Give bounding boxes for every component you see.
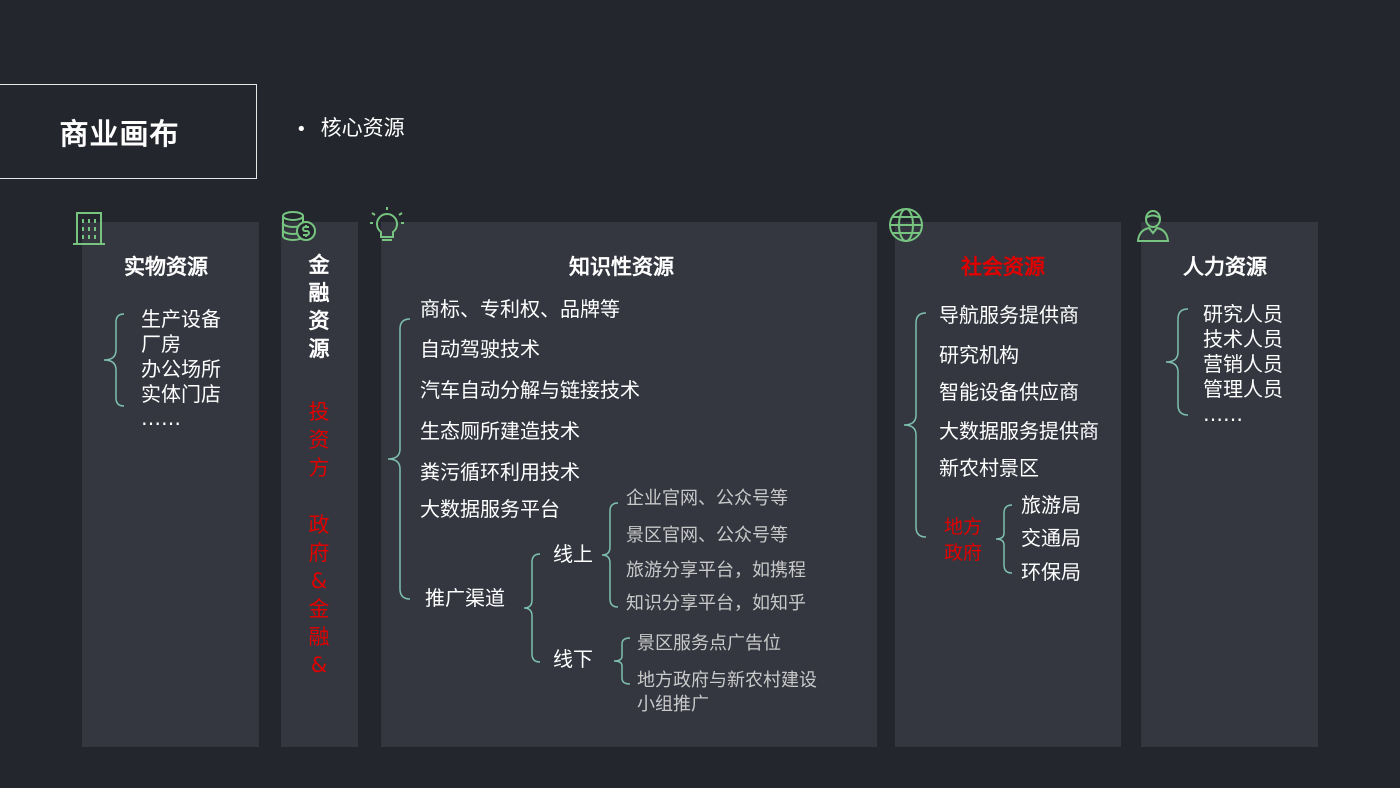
local-gov-label: 地方 政府 bbox=[944, 514, 982, 566]
physical-item: …… bbox=[141, 406, 181, 430]
coins-icon bbox=[281, 210, 317, 248]
social-item: 导航服务提供商 bbox=[939, 303, 1079, 327]
human-bracket bbox=[1165, 308, 1189, 416]
financial-government: 政府&金融& bbox=[308, 513, 330, 677]
knowledge-item: 商标、专利权、品牌等 bbox=[420, 297, 620, 321]
online-item: 景区官网、公众号等 bbox=[626, 525, 788, 546]
local-gov-line: 地方 bbox=[944, 516, 983, 538]
social-bracket bbox=[903, 312, 927, 538]
lightbulb-icon bbox=[369, 206, 405, 248]
physical-item: 实体门店 bbox=[141, 382, 221, 406]
promo-label: 推广渠道 bbox=[425, 586, 505, 610]
physical-bracket bbox=[103, 313, 125, 407]
promo-bracket bbox=[523, 553, 541, 663]
knowledge-item: 汽车自动分解与链接技术 bbox=[420, 378, 640, 402]
building-icon bbox=[72, 210, 106, 250]
online-item: 旅游分享平台，如携程 bbox=[626, 560, 806, 581]
panel-financial bbox=[281, 222, 358, 747]
knowledge-bracket bbox=[387, 318, 411, 600]
knowledge-item: 大数据服务平台 bbox=[420, 497, 560, 521]
social-title: 社会资源 bbox=[961, 255, 1045, 279]
local-gov-item: 环保局 bbox=[1021, 560, 1081, 584]
online-bracket bbox=[601, 502, 619, 608]
panel-physical bbox=[82, 222, 259, 747]
globe-icon bbox=[888, 207, 924, 247]
financial-title: 金融资源 bbox=[308, 253, 330, 361]
bullet-dot: • bbox=[296, 119, 307, 140]
local-gov-item: 交通局 bbox=[1021, 526, 1081, 550]
offline-item: 小组推广 bbox=[637, 694, 709, 715]
human-item: 管理人员 bbox=[1203, 377, 1283, 401]
human-item: 营销人员 bbox=[1203, 352, 1283, 376]
social-item: 研究机构 bbox=[939, 343, 1019, 367]
knowledge-item: 自动驾驶技术 bbox=[420, 337, 540, 361]
online-item: 知识分享平台，如知乎 bbox=[626, 593, 806, 614]
local-gov-line: 政府 bbox=[944, 542, 983, 564]
page-title: 商业画布 bbox=[0, 84, 257, 179]
human-title: 人力资源 bbox=[1183, 255, 1267, 279]
panel-human bbox=[1141, 222, 1318, 747]
human-item: 研究人员 bbox=[1203, 302, 1283, 326]
offline-label: 线下 bbox=[553, 647, 593, 671]
online-label: 线上 bbox=[553, 542, 593, 566]
social-item: 智能设备供应商 bbox=[939, 380, 1079, 404]
section-subtitle: • 核心资源 bbox=[296, 112, 405, 142]
local-gov-item: 旅游局 bbox=[1021, 493, 1081, 517]
physical-item: 生产设备 bbox=[141, 307, 221, 331]
social-item: 大数据服务提供商 bbox=[939, 419, 1099, 443]
financial-investors: 投资方 bbox=[308, 400, 330, 480]
knowledge-item: 粪污循环利用技术 bbox=[420, 460, 580, 484]
offline-bracket bbox=[613, 637, 631, 685]
subtitle-text: 核心资源 bbox=[320, 116, 405, 140]
panel-knowledge bbox=[381, 222, 877, 747]
physical-title: 实物资源 bbox=[124, 255, 208, 279]
panel-social bbox=[895, 222, 1121, 747]
local-gov-bracket bbox=[995, 504, 1013, 574]
social-item: 新农村景区 bbox=[939, 456, 1039, 480]
physical-item: 厂房 bbox=[141, 332, 181, 356]
human-item: 技术人员 bbox=[1203, 327, 1283, 351]
knowledge-title: 知识性资源 bbox=[569, 255, 674, 279]
person-icon bbox=[1135, 207, 1171, 247]
knowledge-item: 生态厕所建造技术 bbox=[420, 419, 580, 443]
online-item: 企业官网、公众号等 bbox=[626, 488, 788, 509]
physical-item: 办公场所 bbox=[141, 357, 221, 381]
human-item: …… bbox=[1203, 402, 1243, 426]
offline-item: 景区服务点广告位 bbox=[637, 633, 781, 654]
offline-item: 地方政府与新农村建设 bbox=[637, 670, 817, 691]
